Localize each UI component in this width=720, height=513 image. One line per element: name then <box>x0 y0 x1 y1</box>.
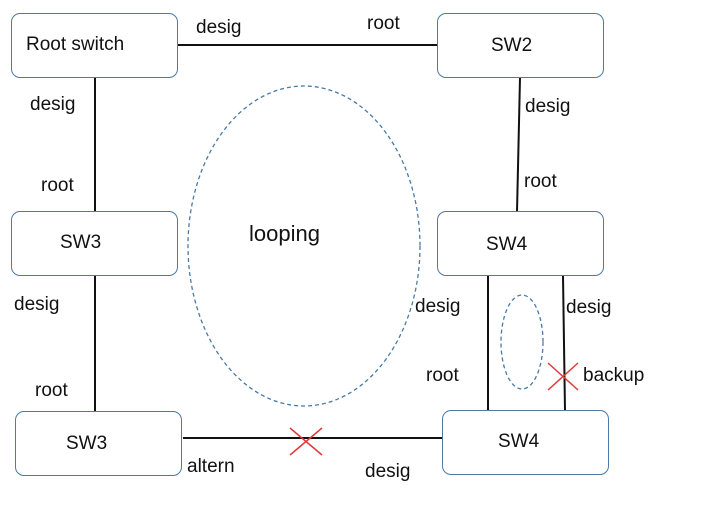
port-label-desig: desig <box>365 461 411 482</box>
link-sw2-sw4 <box>516 77 521 213</box>
port-label-root: root <box>41 175 74 196</box>
link-sw4-sw4-right <box>562 275 566 412</box>
port-label-desig: desig <box>566 297 612 318</box>
port-label-desig: desig <box>525 96 571 117</box>
loop-label: looping <box>249 221 320 246</box>
port-label-root: root <box>426 365 459 386</box>
x-mark-icon <box>289 427 323 456</box>
port-label-desig: desig <box>415 296 461 317</box>
port-label-root: root <box>367 13 400 34</box>
port-label-root: root <box>35 380 68 401</box>
node-root-switch: Root switch <box>11 13 178 78</box>
node-label: Root switch <box>26 34 125 55</box>
node-sw2: SW2 <box>437 13 604 78</box>
node-sw3-top: SW3 <box>11 211 178 276</box>
node-sw4-top: SW4 <box>437 211 604 276</box>
port-label-root: root <box>524 171 557 192</box>
node-label: SW2 <box>491 35 533 56</box>
node-label: SW4 <box>486 234 528 255</box>
node-label: SW4 <box>498 431 540 452</box>
node-label: SW3 <box>66 433 108 454</box>
port-label-altern: altern <box>187 456 235 477</box>
x-mark-icon <box>547 362 579 391</box>
loop-ellipse-small <box>500 294 544 390</box>
node-label: SW3 <box>60 232 102 253</box>
node-sw3-bottom: SW3 <box>15 411 182 476</box>
port-label-desig: desig <box>196 17 242 38</box>
node-sw4-bottom: SW4 <box>442 410 609 475</box>
loop-ellipse-large <box>187 85 421 407</box>
port-label-backup: backup <box>583 365 645 386</box>
port-label-desig: desig <box>14 294 60 315</box>
port-label-desig: desig <box>30 94 76 115</box>
